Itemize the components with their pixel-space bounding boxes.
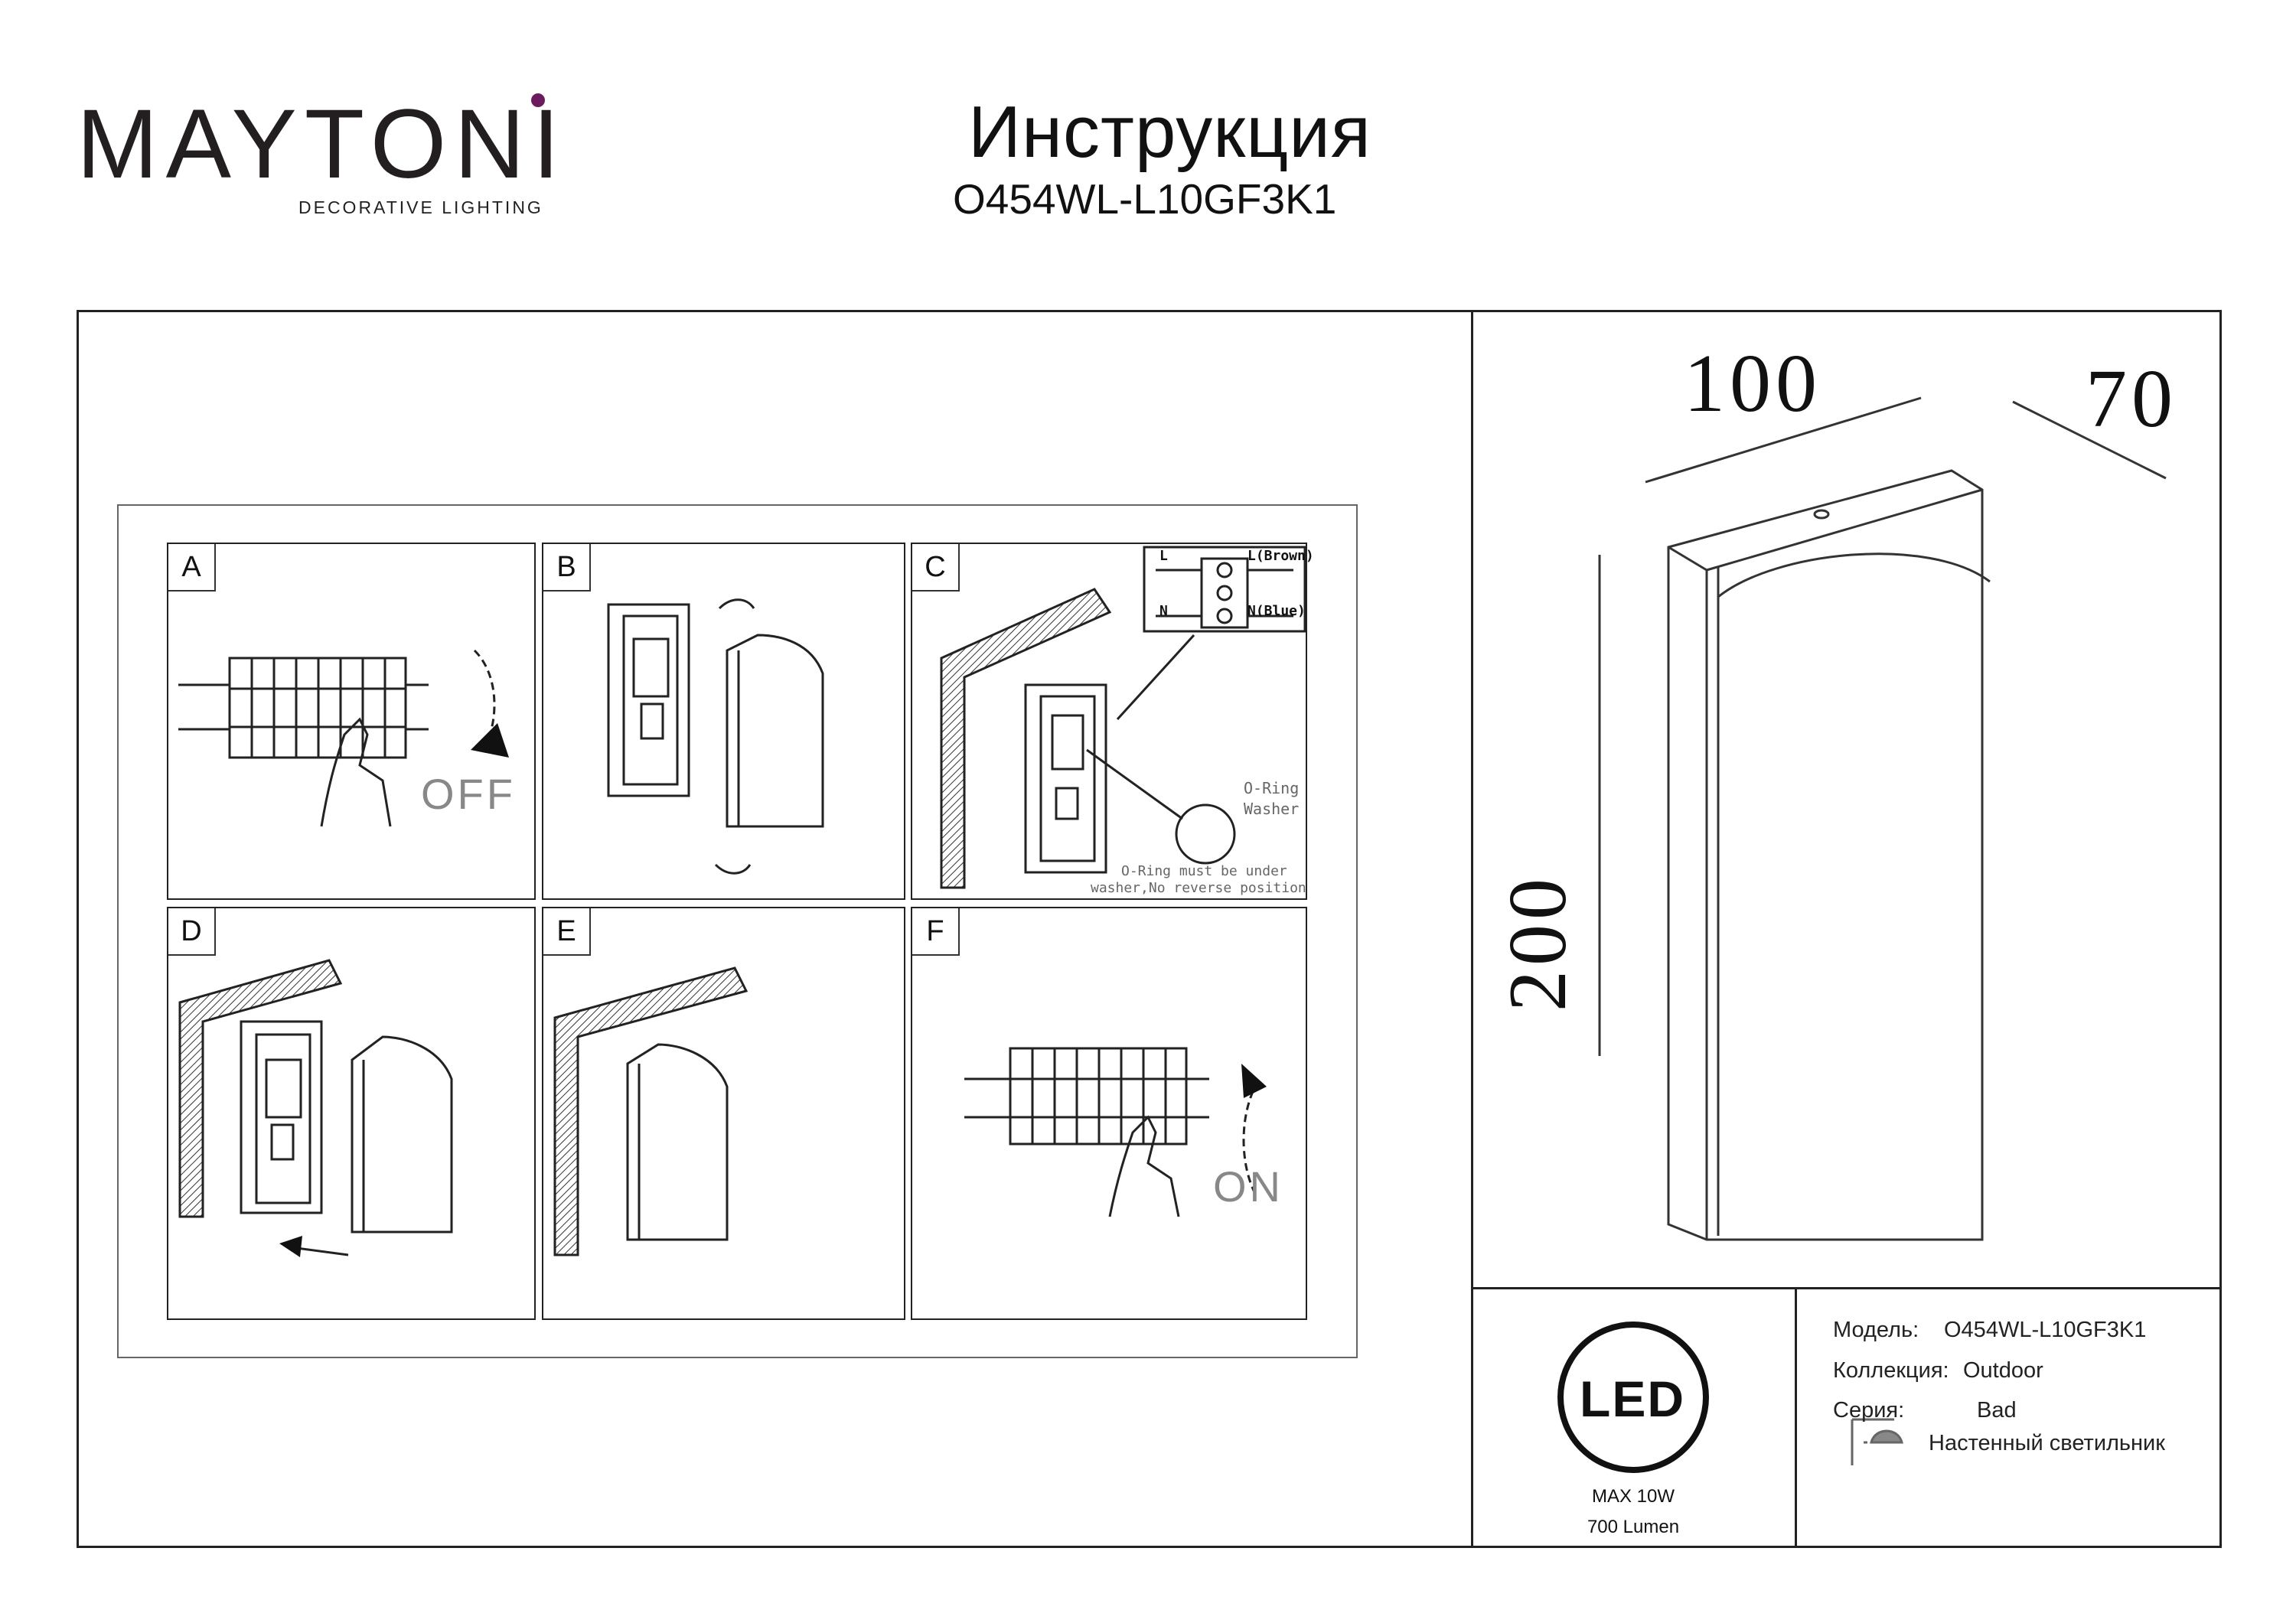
spec-series-label: Серия: <box>1833 1398 1905 1423</box>
installation-d <box>178 959 453 1257</box>
wall-lamp-icon <box>1851 1418 1903 1465</box>
spec-collection-value: Outdoor <box>1963 1358 2043 1383</box>
wiring-note-line2: washer,No reverse position <box>1091 880 1306 896</box>
model-code: O454WL-L10GF3K1 <box>953 175 1337 223</box>
step-letter-d: D <box>168 908 216 956</box>
led-badge-text: LED <box>1580 1370 1685 1427</box>
logo-dot <box>531 93 545 107</box>
oring-label: O-Ring <box>1244 779 1300 797</box>
wiring-c <box>940 546 1306 889</box>
step-letter-f: F <box>912 908 960 956</box>
wiring-l-label: L <box>1159 548 1168 564</box>
step-a-label: OFF <box>421 770 516 818</box>
page-title: Инструкция <box>968 91 1371 173</box>
frame-divider-horizontal <box>1471 1287 2222 1289</box>
step-panel-e <box>542 907 905 1320</box>
wiring-n-blue-label: N(Blue) <box>1247 603 1306 619</box>
wiring-l-brown-label: L(Brown) <box>1247 548 1314 564</box>
step-panel-c <box>911 543 1307 900</box>
dimension-drawing <box>1598 396 2167 1241</box>
step-letter-c: C <box>912 544 960 592</box>
step-letter-e: E <box>543 908 591 956</box>
dimension-width: 100 <box>1684 338 1821 429</box>
step-letter-b: B <box>543 544 591 592</box>
frame-divider-vertical <box>1471 310 1473 1548</box>
steps-board <box>117 504 1358 1358</box>
breaker-bank-off <box>178 649 509 827</box>
dimension-depth: 70 <box>2086 354 2177 445</box>
document-frame <box>77 310 2222 1548</box>
installed-lamp-e <box>553 966 748 1256</box>
step-letter-a: A <box>168 544 216 592</box>
frame-divider-spec <box>1795 1287 1797 1548</box>
led-lumen: 700 Lumen <box>1587 1517 1680 1537</box>
washer-label: Washer <box>1244 800 1300 818</box>
spec-series-value: Bad <box>1977 1398 2017 1423</box>
led-power: MAX 10W <box>1591 1486 1675 1507</box>
step-panel-f <box>911 907 1307 1320</box>
spec-type-value: Настенный светильник <box>1929 1431 2165 1455</box>
brand-tagline: DECORATIVE LIGHTING <box>298 197 543 217</box>
step-panel-b <box>542 543 905 900</box>
wiring-note-line1: O-Ring must be under <box>1121 863 1287 879</box>
spec-model-value: O454WL-L10GF3K1 <box>1944 1318 2147 1342</box>
step-panel-d <box>167 907 536 1320</box>
spec-model-label: Модель: <box>1833 1318 1919 1342</box>
spec-collection-label: Коллекция: <box>1833 1358 1949 1383</box>
step-panel-a <box>167 543 536 900</box>
mounting-plate-b <box>607 598 824 875</box>
step-f-label: ON <box>1213 1162 1283 1211</box>
led-badge-ring <box>1557 1322 1709 1473</box>
brand-wordmark: MAYTONI <box>77 90 568 199</box>
breaker-bank-on <box>964 1047 1267 1217</box>
wiring-n-label: N <box>1159 603 1168 619</box>
dimension-height: 200 <box>1492 874 1583 1012</box>
